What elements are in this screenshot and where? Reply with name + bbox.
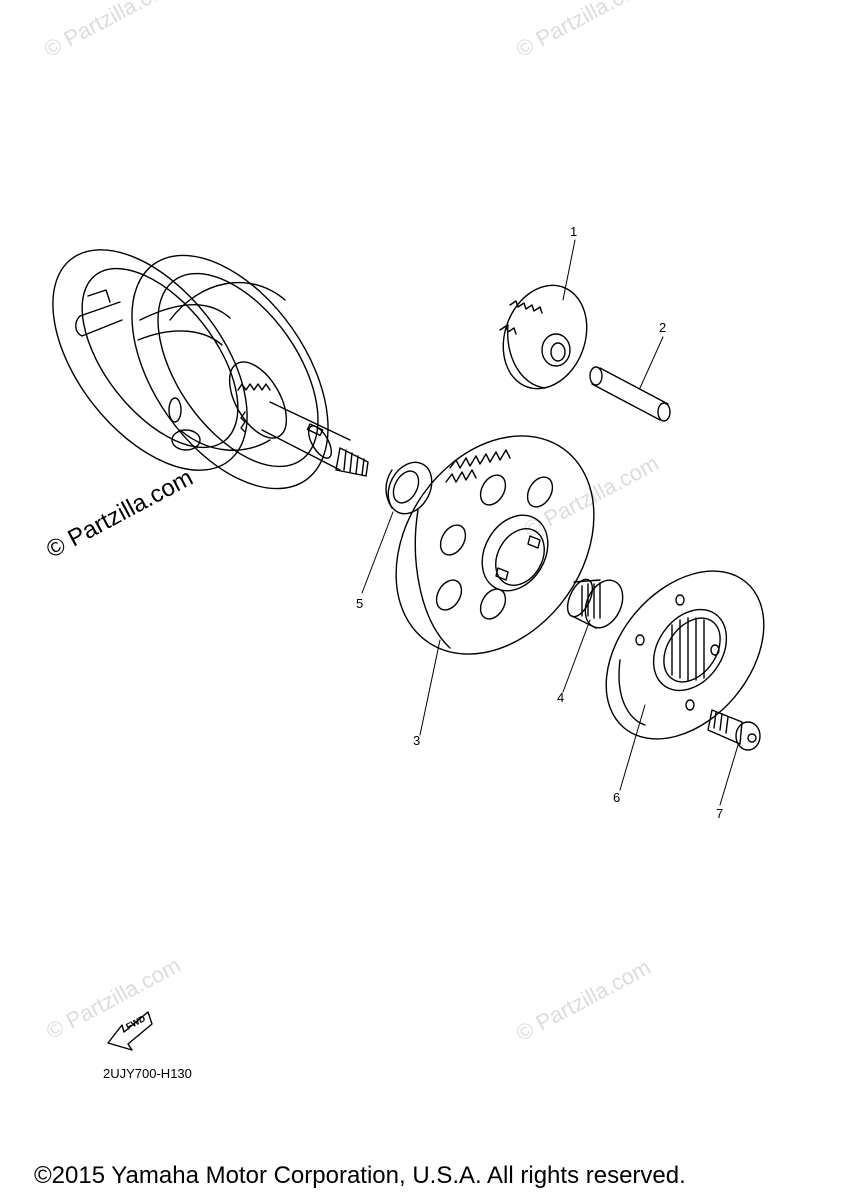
leader-lines (361, 239, 739, 806)
part-2-shaft (589, 366, 671, 422)
part-7-bolt (707, 709, 761, 751)
part-4-needle-bearing (566, 578, 624, 629)
part-3-wheel-gear (395, 435, 595, 655)
callout-4: 4 (557, 690, 565, 705)
callout-1: 1 (570, 224, 578, 239)
copyright-notice: ©2015 Yamaha Motor Corporation, U.S.A. A… (34, 1162, 686, 1189)
part-5-washer (385, 461, 433, 515)
callout-3: 3 (413, 733, 421, 748)
part-1-idler-gear (499, 284, 588, 390)
callout-2: 2 (659, 320, 667, 335)
reference-code: 2UJY700-H130 (103, 1066, 192, 1081)
fwd-arrow-icon: FWD (107, 1011, 153, 1051)
callout-6: 6 (613, 790, 621, 805)
callout-5: 5 (356, 596, 364, 611)
part-6-clutch (605, 570, 765, 740)
crankshaft (52, 249, 369, 490)
callout-7: 7 (716, 806, 724, 821)
